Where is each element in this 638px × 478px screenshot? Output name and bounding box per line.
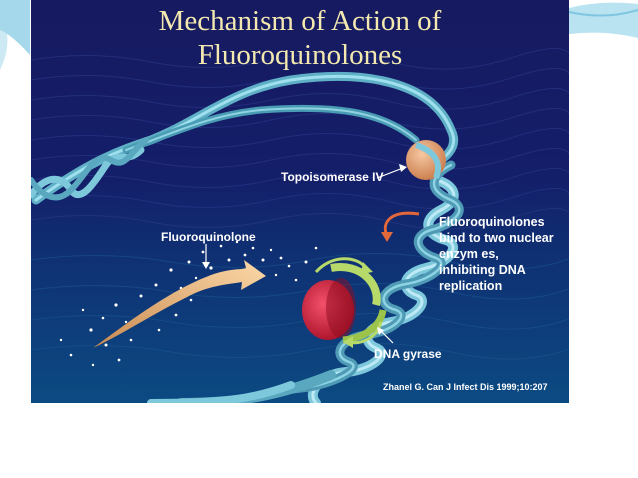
- slide-title-line1: Mechanism of Action of: [158, 5, 442, 37]
- dna-main-helix: [147, 160, 464, 403]
- fluoroquinolone-arrow: [93, 260, 266, 348]
- topoisomerase-pointer: [376, 167, 404, 179]
- gyrase-pointer: [379, 329, 394, 344]
- description-line: bind to two nuclear: [439, 231, 554, 245]
- slide-title: Mechanism of Action of Fluoroquinolones: [31, 4, 569, 72]
- description-line: Fluoroquinolones: [439, 215, 545, 229]
- topoisomerase-pointer-head: [399, 164, 407, 172]
- rotation-arrow-gyrase-top-head: [361, 262, 373, 274]
- fluoroquinolone-pointer-head: [202, 262, 210, 269]
- mechanism-description: Fluoroquinolones bind to two nuclear enz…: [439, 214, 569, 294]
- dna-upper-loop: [31, 72, 458, 205]
- topoisomerase-label: Topoisomerase IV: [281, 170, 384, 184]
- rotation-arrow-upper-head: [381, 232, 393, 242]
- citation: Zhanel G. Can J Infect Dis 1999;10:207: [383, 382, 548, 392]
- diagram-illustration: [31, 0, 569, 403]
- dna-gyrase-enzyme: [302, 263, 387, 344]
- slide-title-line2: Fluoroquinolones: [197, 39, 403, 71]
- description-line: enzym es,: [439, 247, 499, 261]
- slide: Mechanism of Action of Fluoroquinolones …: [31, 0, 569, 403]
- topoisomerase-strand-over: [414, 142, 441, 180]
- description-line: inhibiting DNA: [439, 263, 526, 277]
- dna-left-helix: [31, 137, 149, 201]
- fluoroquinolone-label: Fluoroquinolone: [161, 230, 256, 244]
- gyrase-pointer-head: [377, 327, 384, 335]
- description-line: replication: [439, 279, 503, 293]
- rotation-arrow-gyrase-bottom-head: [343, 336, 353, 348]
- dna-gyrase-label: DNA gyrase: [374, 347, 442, 361]
- slide-background: [31, 0, 569, 403]
